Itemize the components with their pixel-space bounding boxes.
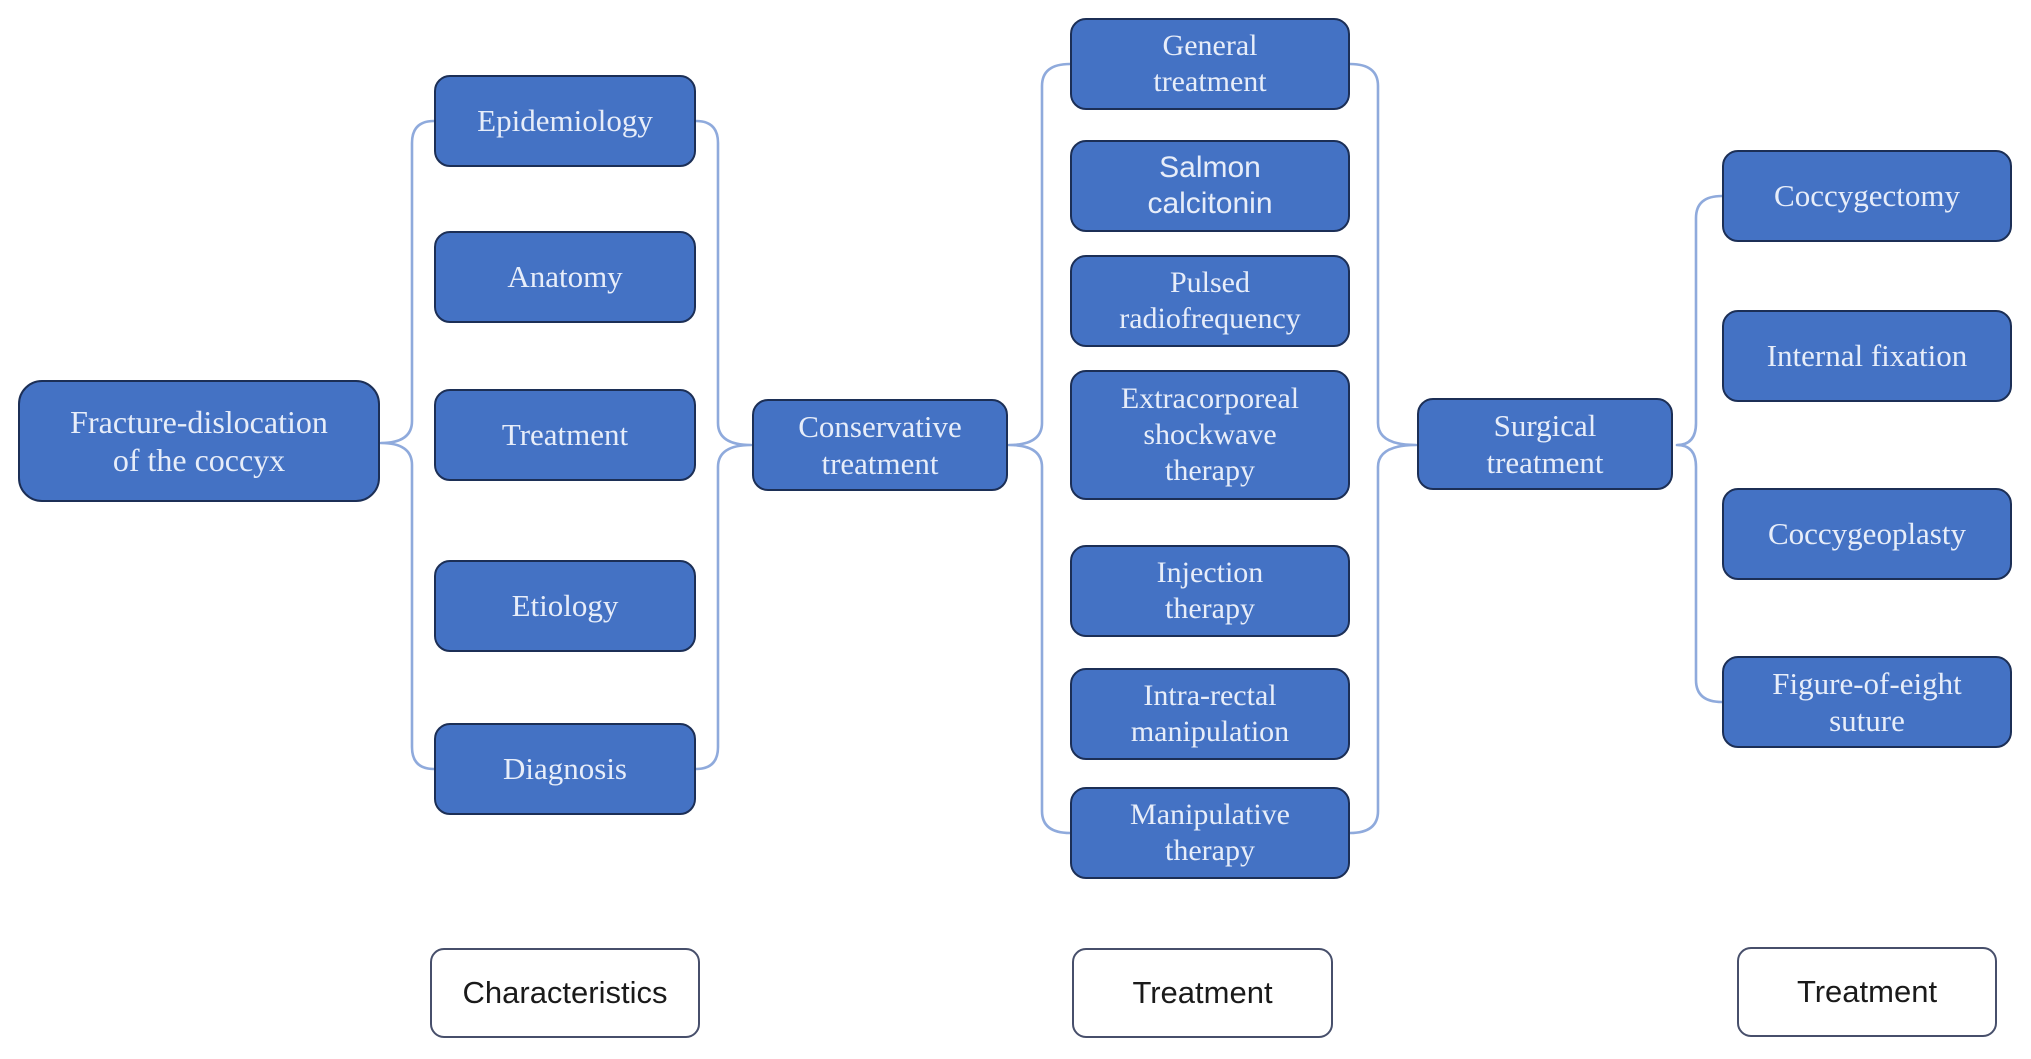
- category-label-treatment-conservative: Treatment: [1072, 948, 1333, 1038]
- node-epidemiology: Epidemiology: [434, 75, 696, 167]
- node-diagnosis: Diagnosis: [434, 723, 696, 815]
- node-figure-of-eight-suture: Figure-of-eight suture: [1722, 656, 2012, 748]
- node-etiology: Etiology: [434, 560, 696, 652]
- category-label-treatment-surgical: Treatment: [1737, 947, 1997, 1037]
- node-salmon-calcitonin: Salmon calcitonin: [1070, 140, 1350, 232]
- node-surgical-treatment: Surgical treatment: [1417, 398, 1673, 490]
- node-injection-therapy: Injection therapy: [1070, 545, 1350, 637]
- node-coccygeoplasty: Coccygeoplasty: [1722, 488, 2012, 580]
- node-intra-rectal-manipulation: Intra-rectal manipulation: [1070, 668, 1350, 760]
- brace-surgical-to-procedures: [1675, 194, 1724, 704]
- node-coccygectomy: Coccygectomy: [1722, 150, 2012, 242]
- brace-characteristics-to-conservative: [694, 119, 753, 771]
- node-pulsed-radiofrequency: Pulsed radiofrequency: [1070, 255, 1350, 347]
- node-fracture-dislocation: Fracture-dislocation of the coccyx: [18, 380, 380, 502]
- node-conservative-treatment: Conservative treatment: [752, 399, 1008, 491]
- node-manipulative-therapy: Manipulative therapy: [1070, 787, 1350, 879]
- node-extracorporeal-shockwave-therapy: Extracorporeal shockwave therapy: [1070, 370, 1350, 500]
- brace-root-to-characteristics: [379, 119, 436, 771]
- node-internal-fixation: Internal fixation: [1722, 310, 2012, 402]
- category-label-characteristics: Characteristics: [430, 948, 700, 1038]
- brace-treatments-to-surgical: [1348, 62, 1418, 835]
- node-anatomy: Anatomy: [434, 231, 696, 323]
- node-general-treatment: General treatment: [1070, 18, 1350, 110]
- node-treatment: Treatment: [434, 389, 696, 481]
- brace-conservative-to-treatments: [1007, 62, 1072, 835]
